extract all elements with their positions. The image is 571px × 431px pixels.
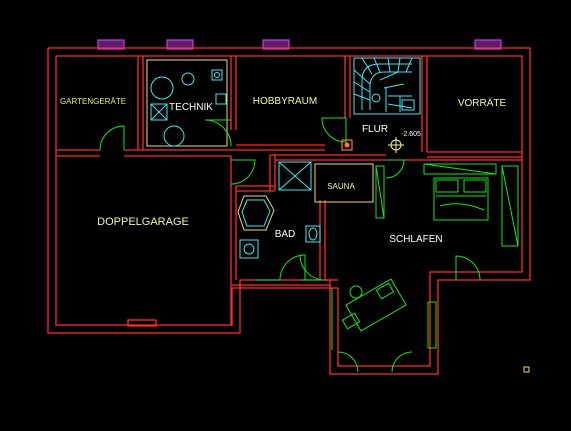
desk	[345, 278, 407, 332]
bathtub	[237, 195, 275, 231]
label-gartengeraete: GARTENGERÄTE	[60, 97, 126, 106]
bedroom-furniture	[341, 163, 519, 332]
door-technik	[204, 119, 232, 147]
label-level: -2.605	[401, 131, 421, 138]
wardrobe-top	[423, 163, 497, 175]
window-2	[166, 39, 194, 50]
label-sauna: SAUNA	[327, 182, 355, 191]
label-vorraete: VORRÄTE	[458, 97, 507, 109]
technik-fixtures	[146, 59, 228, 147]
door-bad	[255, 254, 306, 281]
door-schlafen	[455, 255, 481, 281]
door-gartengeraete	[99, 125, 125, 151]
door-balcony	[337, 351, 413, 373]
doors	[99, 117, 481, 373]
window-1	[97, 39, 125, 50]
wardrobe-right	[501, 165, 519, 247]
walls	[47, 47, 531, 375]
chimney	[341, 139, 353, 151]
label-bad: BAD	[275, 229, 296, 240]
corner-marker	[523, 366, 530, 373]
level-marker-symbol	[388, 137, 404, 153]
door-sauna	[385, 159, 405, 179]
door-bad-2	[299, 254, 326, 281]
label-flur: FLUR	[362, 124, 388, 135]
tank	[163, 125, 185, 147]
garage-door	[127, 319, 157, 327]
shower	[278, 161, 312, 191]
staircase	[353, 57, 421, 115]
technik-room-outline	[146, 59, 228, 147]
bathroom-fixtures	[237, 161, 385, 259]
window-4	[474, 39, 502, 50]
room-labels: GARTENGERÄTE TECHNIK HOBBYRAUM FLUR -2.6…	[60, 96, 507, 245]
sauna-outline	[314, 163, 374, 203]
outer-wall-inner	[55, 55, 523, 367]
door-garage	[230, 159, 256, 185]
door-hobbyraum	[321, 117, 347, 143]
label-hobbyraum: HOBBYRAUM	[253, 96, 317, 107]
boiler	[150, 76, 174, 100]
top-windows	[97, 39, 502, 50]
label-technik: TECHNIK	[169, 102, 213, 113]
label-doppelgarage: DOPPELGARAGE	[97, 216, 189, 228]
label-schlafen: SCHLAFEN	[389, 234, 442, 245]
outer-wall	[47, 47, 531, 375]
window-3	[262, 39, 290, 50]
double-bed	[433, 177, 489, 221]
toilet	[305, 225, 321, 243]
